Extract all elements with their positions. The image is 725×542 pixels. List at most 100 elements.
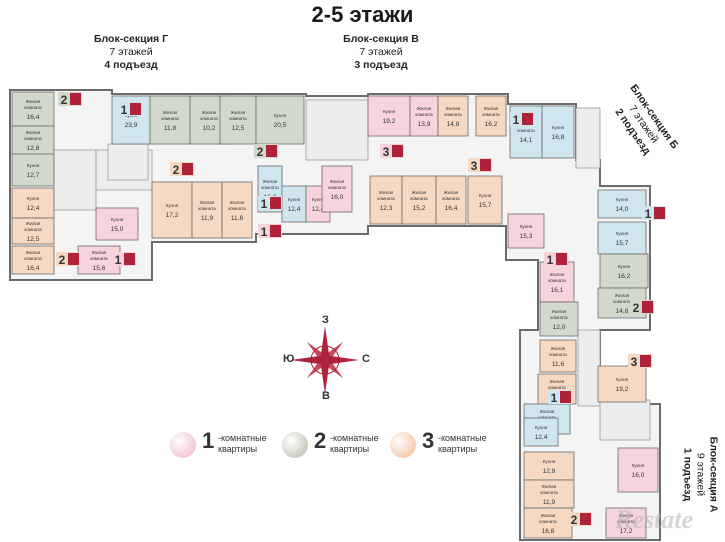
apartment-badge: 3 (628, 354, 652, 369)
room-area-label: 16,4 (445, 205, 458, 212)
room-type-label: Жилая (26, 250, 41, 255)
badge-marker (522, 113, 533, 125)
room-area-label: 16,0 (632, 472, 645, 479)
room-type-label: Жилая (484, 106, 499, 111)
badge-number: 2 (59, 253, 66, 267)
room-area-label: 16,4 (27, 265, 40, 272)
apartment-badge: 1 (544, 252, 568, 267)
room-fill (281, 185, 307, 223)
watermark-logo: Restate (615, 505, 693, 534)
badge-number: 2 (571, 513, 578, 527)
legend-num-1: 1 (202, 428, 215, 453)
corridor-block (107, 143, 149, 181)
legend-line1-3: -комнатные (438, 433, 487, 443)
room-area-label: 15,7 (479, 202, 492, 209)
room-type-label: Жилая (263, 179, 278, 184)
room-type-label: комната (377, 196, 395, 201)
badge-marker (70, 93, 81, 105)
section-g-floors: 7 этажей (109, 46, 153, 58)
badge-number: 1 (645, 207, 652, 221)
room-area-label: 12,5 (232, 125, 245, 132)
room-area-label: 16,4 (27, 114, 40, 121)
room-area-label: 19,2 (383, 118, 396, 125)
room-area-label: 11,8 (164, 125, 177, 132)
room-fill (255, 95, 305, 145)
compass-east-label: С (362, 353, 370, 365)
section-g-name: Блок-секция Г (93, 33, 169, 45)
room-area-label: 14,0 (616, 206, 629, 213)
apartment-badge: 2 (56, 252, 80, 267)
room-type-label: Кухня (111, 217, 124, 222)
room-type-label: Кухня (616, 231, 629, 236)
badge-number: 3 (383, 145, 390, 159)
room-fill (617, 447, 659, 493)
room-type-label: Жилая (541, 513, 556, 518)
room-fill (539, 301, 579, 337)
badge-number: 1 (121, 103, 128, 117)
room-type-label: Жилая (202, 110, 217, 115)
compass-south-label: В (322, 390, 330, 402)
legend-text-2: -комнатные квартиры (330, 433, 379, 455)
room-type-label: комната (198, 206, 216, 211)
room-type-label: Жилая (163, 110, 178, 115)
room-type-label: комната (613, 299, 631, 304)
room-fill (321, 165, 353, 213)
badge-marker (266, 145, 277, 157)
apartment-badge: 2 (568, 512, 592, 527)
room-type-label: Жилая (550, 272, 565, 277)
room-fill (597, 365, 647, 403)
legend-swatch-2 (282, 432, 308, 458)
badge-number: 2 (257, 145, 264, 159)
room-type-label: комната (539, 519, 557, 524)
room-fill (539, 339, 577, 373)
compass-west-label: Ю (283, 353, 295, 365)
room-type-label: Жилая (26, 130, 41, 135)
room-type-label: Кухня (535, 425, 548, 430)
room-area-label: 16,0 (331, 194, 344, 201)
room-type-label: Жилая (615, 293, 630, 298)
room-type-label: комната (549, 352, 567, 357)
room-type-label: комната (24, 136, 42, 141)
room-area-label: 15,6 (93, 265, 106, 272)
apartment-badge: 3 (380, 144, 404, 159)
room-fill (435, 175, 467, 225)
room-area-label: 11,6 (552, 361, 565, 368)
apartment-badge: 2 (170, 162, 194, 177)
section-v-floors: 7 этажей (359, 46, 403, 58)
legend-line1-2: -комнатные (330, 433, 379, 443)
room-area-label: 15,3 (520, 233, 533, 240)
badge-number: 2 (61, 93, 68, 107)
badge-marker (642, 301, 653, 313)
room-fill (149, 95, 191, 145)
room-fill (523, 417, 559, 447)
room-fill (467, 175, 503, 225)
room-type-label: Жилая (26, 221, 41, 226)
room-fill (221, 181, 253, 239)
room-type-label: Жилая (446, 106, 461, 111)
room-type-label: Жилая (444, 190, 459, 195)
room-type-label: Жилая (230, 200, 245, 205)
section-v-entrance: 3 подъезд (354, 59, 408, 71)
room-area-label: 14,1 (520, 137, 533, 144)
room-type-label: комната (24, 227, 42, 232)
room-area-label: 16,2 (618, 273, 631, 280)
room-area-label: 10,2 (203, 125, 216, 132)
room-area-label: 12,0 (553, 324, 566, 331)
room-area-label: 16,8 (542, 528, 555, 535)
room-fill (605, 507, 647, 539)
room-type-label: комната (24, 256, 42, 261)
badge-marker (480, 159, 491, 171)
apartment-badge: 1 (112, 252, 136, 267)
